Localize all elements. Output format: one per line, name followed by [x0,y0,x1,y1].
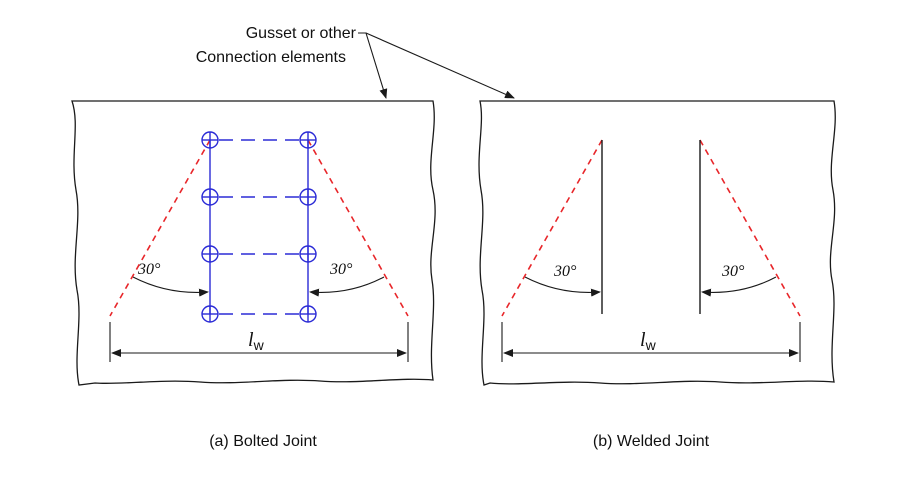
dispersion-line-right-b [699,139,801,317]
gusset-plate-outline-a [71,100,436,386]
bolt [201,245,219,263]
bolt [299,188,317,206]
dispersion-line-left-a [109,139,211,317]
angle-arc-left-b [524,276,601,297]
angle-label-right-b: 30° [721,263,745,280]
dispersion-line-left-b [501,139,603,317]
length-label-a: lw [248,329,265,353]
callout-line-1: Gusset or other [246,25,357,42]
dispersion-line-right-a [307,139,409,317]
callout-line-2: Connection elements [196,49,346,66]
bolt [201,131,219,149]
angle-arc-right-a [309,276,385,297]
angle-arc-right-b [701,276,777,297]
angle-label-right-a: 30° [329,261,353,278]
angle-arc-left-a [132,276,209,297]
gusset-plate-outline-b [478,100,836,386]
caption-welded-joint: (b) Welded Joint [593,433,710,450]
angle-label-left-a: 30° [137,261,161,278]
bolt [201,305,219,323]
angle-label-left-b: 30° [553,263,577,280]
length-label-b: lw [640,329,657,353]
bolt [299,131,317,149]
bolt [299,245,317,263]
callout-leaders [358,32,515,99]
bolt [201,188,219,206]
caption-bolted-joint: (a) Bolted Joint [209,433,317,450]
panel-bolted-joint: 30° 30° lw (a) Bolted Joint [71,100,436,450]
panel-welded-joint: 30° 30° lw (b) Welded Joint [478,100,836,450]
bolt [299,305,317,323]
